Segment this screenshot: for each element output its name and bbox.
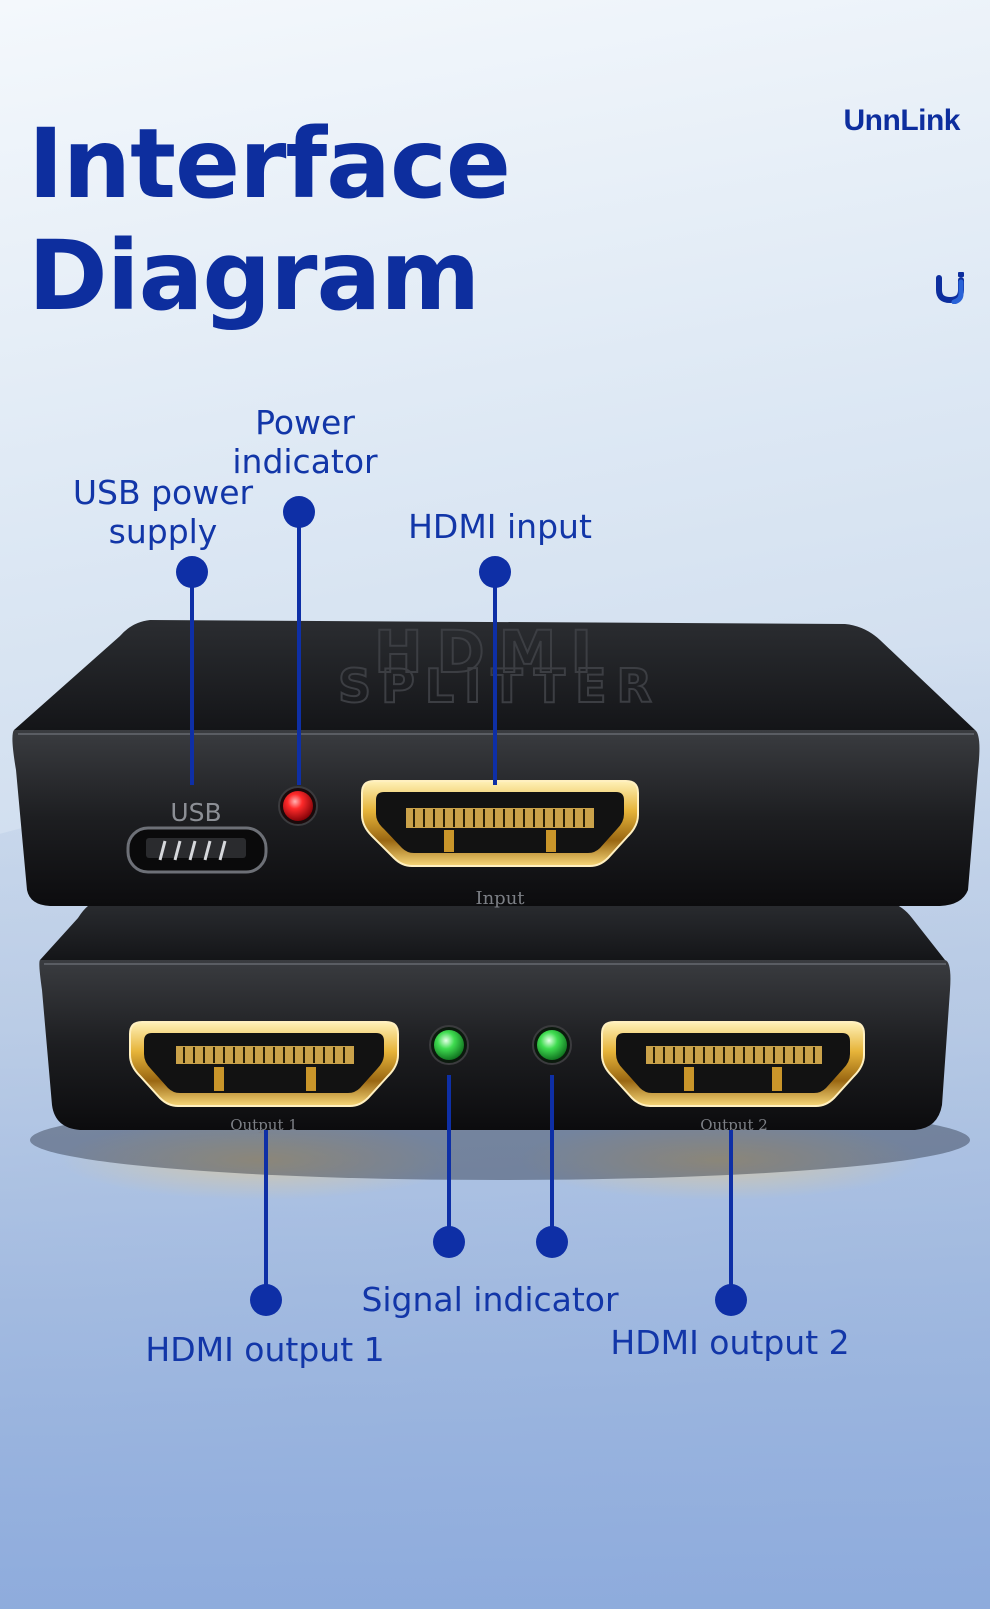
title-line-1: Interface [28,108,511,220]
brand-mark-icon [936,272,964,304]
engraving-hdmi: HDMI [374,618,606,686]
label-hdmi-input: HDMI input [408,507,592,546]
label-hdmi-output-1: HDMI output 1 [145,1330,385,1369]
title-line-2: Diagram [28,220,480,332]
brand-logo-text: UnnLink [843,104,961,137]
usb-port-label: USB [170,798,221,827]
label-signal-indicator: Signal indicator [361,1280,619,1319]
callout-dot-hdmi-input [479,556,511,588]
label-power-line-1: Power [255,403,355,442]
callout-dot-signal-2 [536,1226,568,1258]
page-title: Interface Diagram [28,108,511,332]
output-2-port-label: Output 2 [700,1116,768,1134]
label-usb-line-2: supply [108,512,218,551]
reflection-glow-right [520,1120,920,1200]
callout-dot-power [283,496,315,528]
label-power-indicator: Power indicator [220,403,390,481]
callout-dot-usb [176,556,208,588]
label-hdmi-output-2: HDMI output 2 [610,1323,850,1362]
output-1-port-label: Output 1 [230,1116,298,1134]
label-power-line-2: indicator [232,442,378,481]
reflection-glow-left [60,1120,460,1200]
callout-dot-output-2 [715,1284,747,1316]
label-usb-power-supply: USB power supply [68,473,258,551]
input-port-label: Input [475,888,525,909]
callout-dot-signal-1 [433,1226,465,1258]
label-usb-line-1: USB power [72,473,254,512]
bottom-unit-top [40,900,945,960]
callout-dot-output-1 [250,1284,282,1316]
